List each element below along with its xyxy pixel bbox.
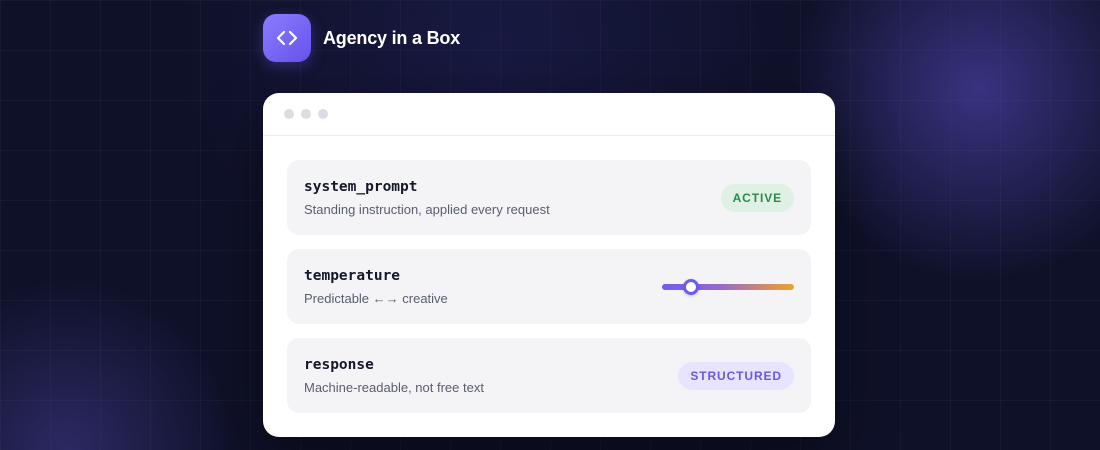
setting-description: Predictable ←→ creative (304, 290, 448, 306)
setting-title: temperature (304, 267, 401, 284)
window-titlebar (263, 93, 835, 136)
setting-title: response (304, 356, 374, 373)
code-icon (263, 14, 311, 62)
brand: Agency in a Box (263, 14, 460, 62)
setting-row-response[interactable]: response Machine-readable, not free text… (287, 338, 811, 413)
window-dot (318, 109, 328, 119)
status-badge-active: ACTIVE (720, 183, 794, 212)
settings-window: system_prompt Standing instruction, appl… (263, 93, 835, 437)
window-dot (301, 109, 311, 119)
setting-title: system_prompt (304, 178, 418, 195)
brand-name: Agency in a Box (323, 27, 461, 48)
settings-list: system_prompt Standing instruction, appl… (263, 136, 835, 413)
setting-description: Standing instruction, applied every requ… (304, 201, 550, 217)
setting-row-temperature: temperature Predictable ←→ creative (287, 249, 811, 324)
status-badge-structured: STRUCTURED (678, 361, 794, 390)
setting-description: Machine-readable, not free text (304, 379, 484, 395)
slider-track[interactable] (662, 283, 794, 290)
setting-row-system-prompt[interactable]: system_prompt Standing instruction, appl… (287, 160, 811, 235)
temperature-slider[interactable] (662, 278, 794, 296)
window-dot (284, 109, 294, 119)
slider-thumb[interactable] (683, 278, 700, 295)
